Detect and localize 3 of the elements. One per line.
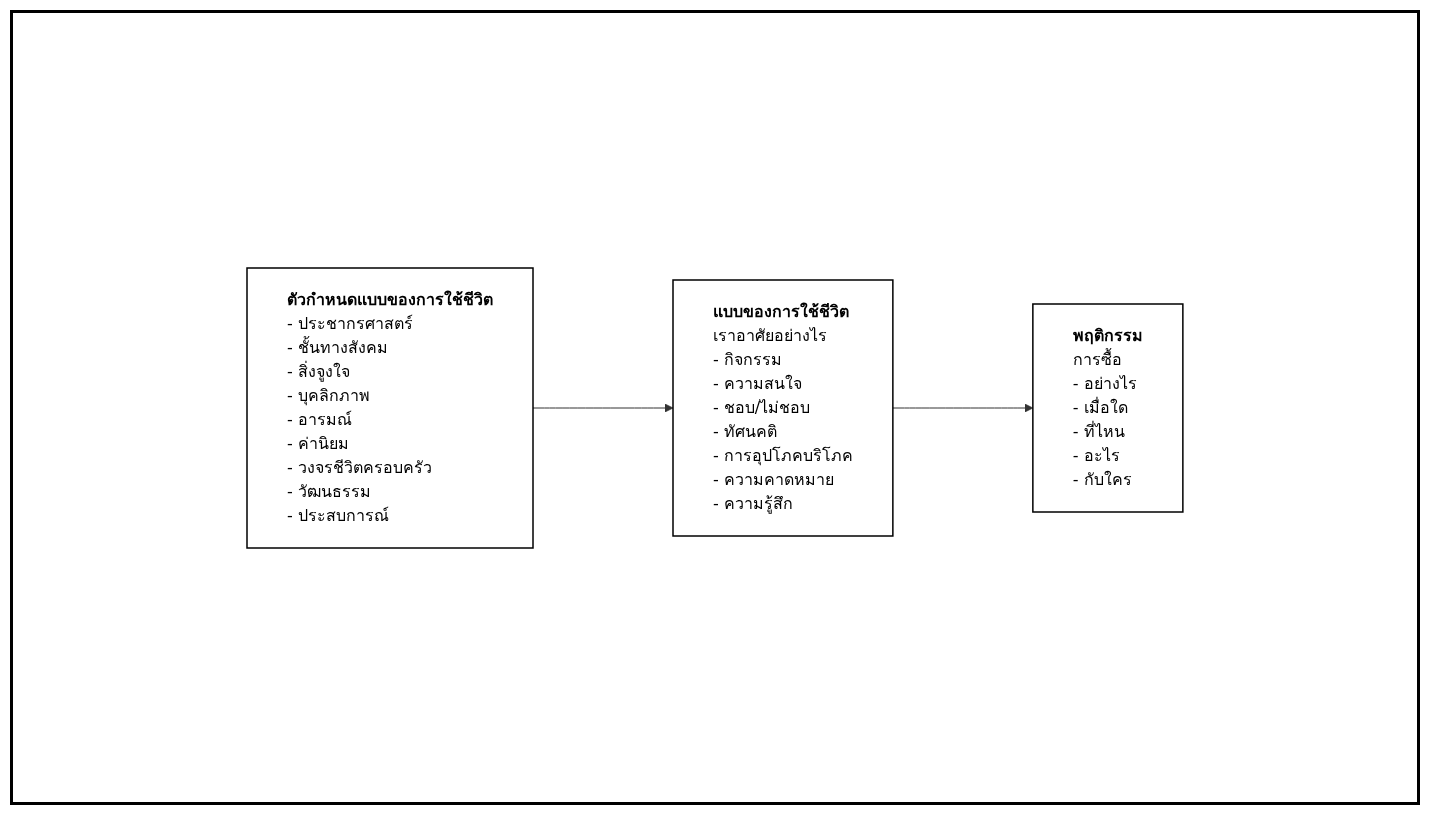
node-box: พฤติกรรม การซื้อ - อย่างไร - เมื่อใด - ที่ไหน - อะไร - กับใคร: [1032, 302, 1184, 513]
node-box: ตัวกำหนดแบบของการใช้ชีวิต - ประชากรศาสตร์ - ชั้นทางสังคม - สิ่งจูงใจ - บุคลิกภาพ - อารมณ์ - ค่านิยม - วงจรชีวิตครอบครัว - วัฒนธรรม - ประสบการณ์: [246, 266, 534, 549]
node-box: แบบของการใช้ชีวิต เราอาศัยอย่างไร - กิจกรรม - ความสนใจ - ชอบ/ไม่ชอบ - ทัศนคติ - การอุปโภคบริโภค - ความคาดหมาย - ความรู้สึก: [672, 278, 894, 537]
